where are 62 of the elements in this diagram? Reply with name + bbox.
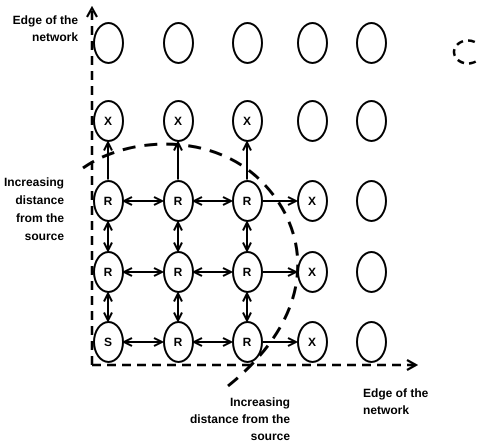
ellipse-node bbox=[162, 180, 194, 222]
node-letter: R bbox=[104, 194, 112, 208]
double-arrow bbox=[242, 222, 252, 252]
arrow bbox=[263, 196, 297, 206]
double-arrow bbox=[173, 292, 183, 322]
node-letter: R bbox=[242, 265, 252, 279]
node-letter: R bbox=[174, 265, 182, 279]
ellipse-node bbox=[296, 251, 328, 293]
double-arrow bbox=[103, 222, 113, 252]
axis-label: Edge of the network bbox=[363, 385, 430, 419]
ellipse-node bbox=[296, 22, 328, 64]
node-letter: R bbox=[242, 194, 252, 208]
axis-label: Edge of the network bbox=[12, 12, 78, 46]
ellipse-node bbox=[232, 100, 262, 142]
double-arrow bbox=[193, 267, 232, 277]
node-letter: X bbox=[308, 335, 316, 349]
arrow bbox=[263, 337, 297, 347]
double-arrow bbox=[193, 337, 232, 347]
node-letter: S bbox=[104, 335, 112, 349]
node-letter: X bbox=[308, 194, 316, 208]
ellipse-node bbox=[232, 251, 262, 293]
double-arrow bbox=[173, 222, 183, 252]
ellipse-node bbox=[232, 180, 262, 222]
ellipse-node bbox=[232, 22, 262, 64]
ellipse-node bbox=[92, 321, 124, 363]
ellipse-node bbox=[162, 251, 194, 293]
arrow bbox=[242, 142, 252, 180]
node-letter: X bbox=[174, 114, 182, 128]
node-letter: X bbox=[242, 114, 251, 128]
axis-label: Increasing distance from the source bbox=[2, 174, 64, 245]
ellipse-node bbox=[92, 100, 124, 142]
ellipse-node bbox=[356, 22, 386, 64]
ellipse-node bbox=[92, 22, 124, 64]
double-arrow bbox=[123, 267, 163, 277]
ellipse-node bbox=[232, 321, 262, 363]
node-letter: R bbox=[174, 335, 182, 349]
double-arrow bbox=[103, 292, 113, 322]
ellipse-node bbox=[296, 100, 328, 142]
axis-label: Increasing distance from the source bbox=[188, 394, 290, 445]
double-arrow bbox=[123, 337, 163, 347]
arrow bbox=[103, 142, 113, 180]
node-letter: X bbox=[104, 114, 112, 128]
double-arrow bbox=[193, 196, 232, 206]
ellipse-node bbox=[92, 180, 124, 222]
ellipse-node bbox=[296, 321, 328, 363]
arrow bbox=[173, 142, 183, 180]
ellipse-node bbox=[162, 22, 194, 64]
ellipse-node bbox=[356, 251, 386, 293]
arrow bbox=[263, 267, 297, 277]
node-letter: X bbox=[308, 265, 316, 279]
node-letter: R bbox=[242, 335, 252, 349]
node-letter: R bbox=[174, 194, 182, 208]
node-letter: R bbox=[104, 265, 112, 279]
ellipse-node bbox=[356, 100, 386, 142]
ellipse-node bbox=[162, 100, 194, 142]
ellipse-node bbox=[356, 180, 386, 222]
double-arrow bbox=[123, 196, 163, 206]
double-arrow bbox=[242, 292, 252, 322]
ellipse-node bbox=[162, 321, 194, 363]
ellipse-node bbox=[356, 321, 386, 363]
ellipse-node bbox=[296, 180, 328, 222]
ellipse-node bbox=[92, 251, 124, 293]
